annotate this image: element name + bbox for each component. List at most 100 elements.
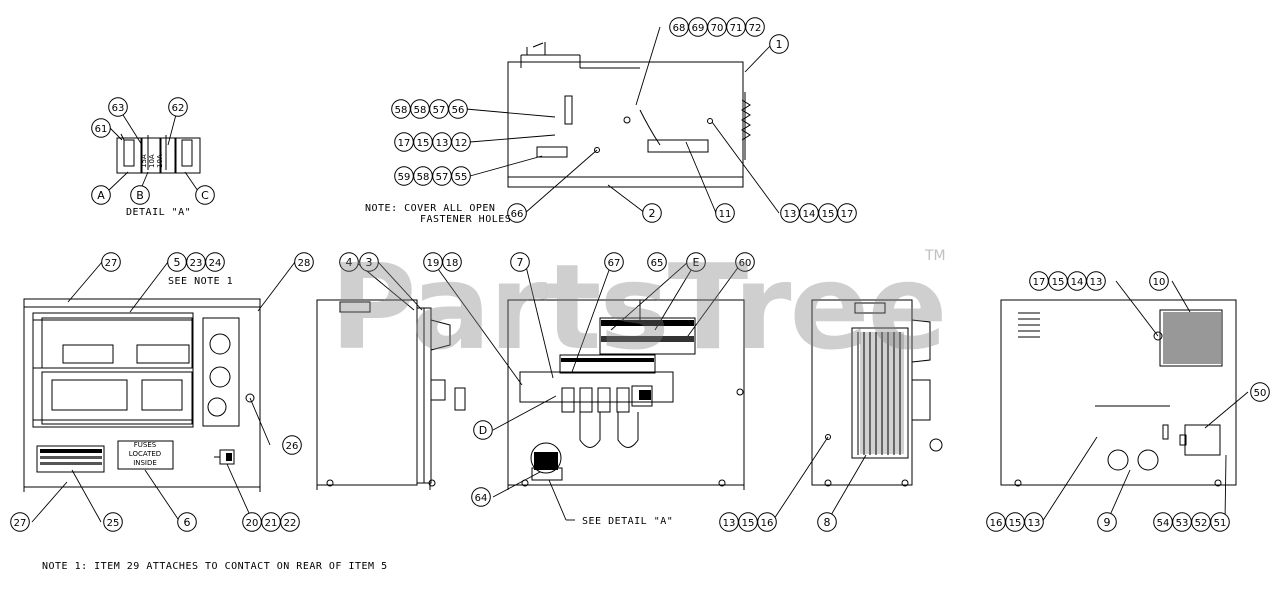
callout-e[interactable]: E [686, 252, 706, 272]
callout-22[interactable]: 22 [280, 512, 300, 532]
callout-label: 5 [174, 256, 181, 269]
callout-27[interactable]: 27 [101, 252, 121, 272]
callout-59[interactable]: 59 [394, 166, 414, 186]
callout-c[interactable]: C [195, 185, 215, 205]
callout-6[interactable]: 6 [177, 512, 197, 532]
callout-circle [177, 512, 197, 532]
callout-13[interactable]: 13 [432, 132, 452, 152]
callout-label: 27 [105, 258, 118, 269]
callout-58[interactable]: 58 [391, 99, 411, 119]
callout-label: 17 [841, 209, 854, 220]
callout-50[interactable]: 50 [1250, 382, 1270, 402]
rear-view [1000, 299, 1237, 487]
callout-15[interactable]: 15 [1005, 512, 1025, 532]
callout-14[interactable]: 14 [1067, 271, 1087, 291]
cover-note-line2: FASTENER HOLES [420, 214, 512, 225]
callout-1[interactable]: 1 [769, 34, 789, 54]
callout-label: 8 [824, 516, 831, 529]
callout-13[interactable]: 13 [1086, 271, 1106, 291]
callout-a[interactable]: A [91, 185, 111, 205]
callout-58[interactable]: 58 [410, 99, 430, 119]
callout-63[interactable]: 63 [108, 97, 128, 117]
callout-label: 72 [749, 23, 762, 34]
callout-label: 15 [417, 138, 430, 149]
callout-circle [1086, 271, 1106, 291]
callout-label: 62 [172, 103, 185, 114]
callout-d[interactable]: D [473, 420, 493, 440]
callout-16[interactable]: 16 [986, 512, 1006, 532]
callout-8[interactable]: 8 [817, 512, 837, 532]
callout-15[interactable]: 15 [818, 203, 838, 223]
callout-15[interactable]: 15 [1048, 271, 1068, 291]
see-detail-a: SEE DETAIL "A" [582, 516, 674, 527]
callout-65[interactable]: 65 [647, 252, 667, 272]
callout-24[interactable]: 24 [205, 252, 225, 272]
callout-56[interactable]: 56 [448, 99, 468, 119]
callout-71[interactable]: 71 [726, 17, 746, 37]
callout-20[interactable]: 20 [242, 512, 262, 532]
callout-label: 57 [433, 105, 446, 116]
callout-label: 70 [711, 23, 724, 34]
callout-9[interactable]: 9 [1097, 512, 1117, 532]
callout-72[interactable]: 72 [745, 17, 765, 37]
callout-28[interactable]: 28 [294, 252, 314, 272]
callout-60[interactable]: 60 [735, 252, 755, 272]
callout-61[interactable]: 61 [91, 118, 111, 138]
side-view-right [811, 299, 943, 487]
callout-label: D [479, 424, 487, 437]
callout-67[interactable]: 67 [604, 252, 624, 272]
callout-label: 4 [346, 256, 353, 269]
callout-51[interactable]: 51 [1210, 512, 1230, 532]
callout-15[interactable]: 15 [738, 512, 758, 532]
callout-17[interactable]: 17 [394, 132, 414, 152]
callout-5[interactable]: 5 [167, 252, 187, 272]
callout-26[interactable]: 26 [282, 435, 302, 455]
callout-10[interactable]: 10 [1149, 271, 1169, 291]
callout-16[interactable]: 16 [757, 512, 777, 532]
callout-label: 13 [436, 138, 449, 149]
callout-circle [817, 512, 837, 532]
callout-66[interactable]: 66 [507, 203, 527, 223]
callout-4[interactable]: 4 [339, 252, 359, 272]
callout-53[interactable]: 53 [1172, 512, 1192, 532]
callout-circle [604, 252, 624, 272]
callout-13[interactable]: 13 [1024, 512, 1044, 532]
callout-70[interactable]: 70 [707, 17, 727, 37]
callout-69[interactable]: 69 [688, 17, 708, 37]
callout-21[interactable]: 21 [261, 512, 281, 532]
callout-3[interactable]: 3 [359, 252, 379, 272]
callout-label: 54 [1157, 518, 1170, 529]
callout-17[interactable]: 17 [837, 203, 857, 223]
callout-label: 27 [14, 518, 27, 529]
callout-7[interactable]: 7 [510, 252, 530, 272]
callout-23[interactable]: 23 [186, 252, 206, 272]
callout-14[interactable]: 14 [799, 203, 819, 223]
callout-68[interactable]: 68 [669, 17, 689, 37]
callout-13[interactable]: 13 [780, 203, 800, 223]
callout-57[interactable]: 57 [432, 166, 452, 186]
callout-62[interactable]: 62 [168, 97, 188, 117]
fuse-15a-label: 15A [140, 154, 148, 168]
callout-2[interactable]: 2 [642, 203, 662, 223]
callout-55[interactable]: 55 [451, 166, 471, 186]
fuses-label-line3: INSIDE [133, 459, 157, 467]
callout-label: 71 [730, 23, 743, 34]
callout-57[interactable]: 57 [429, 99, 449, 119]
callout-label: 58 [417, 172, 430, 183]
callout-25[interactable]: 25 [103, 512, 123, 532]
callout-11[interactable]: 11 [715, 203, 735, 223]
callout-label: 7 [517, 256, 524, 269]
callout-64[interactable]: 64 [471, 487, 491, 507]
callout-b[interactable]: B [130, 185, 150, 205]
callout-52[interactable]: 52 [1191, 512, 1211, 532]
callout-15[interactable]: 15 [413, 132, 433, 152]
callout-circle [168, 97, 188, 117]
callout-label: 61 [95, 124, 108, 135]
callout-54[interactable]: 54 [1153, 512, 1173, 532]
callout-13[interactable]: 13 [719, 512, 739, 532]
callout-18[interactable]: 18 [442, 252, 462, 272]
callout-12[interactable]: 12 [451, 132, 471, 152]
callout-27[interactable]: 27 [10, 512, 30, 532]
callout-58[interactable]: 58 [413, 166, 433, 186]
callout-17[interactable]: 17 [1029, 271, 1049, 291]
